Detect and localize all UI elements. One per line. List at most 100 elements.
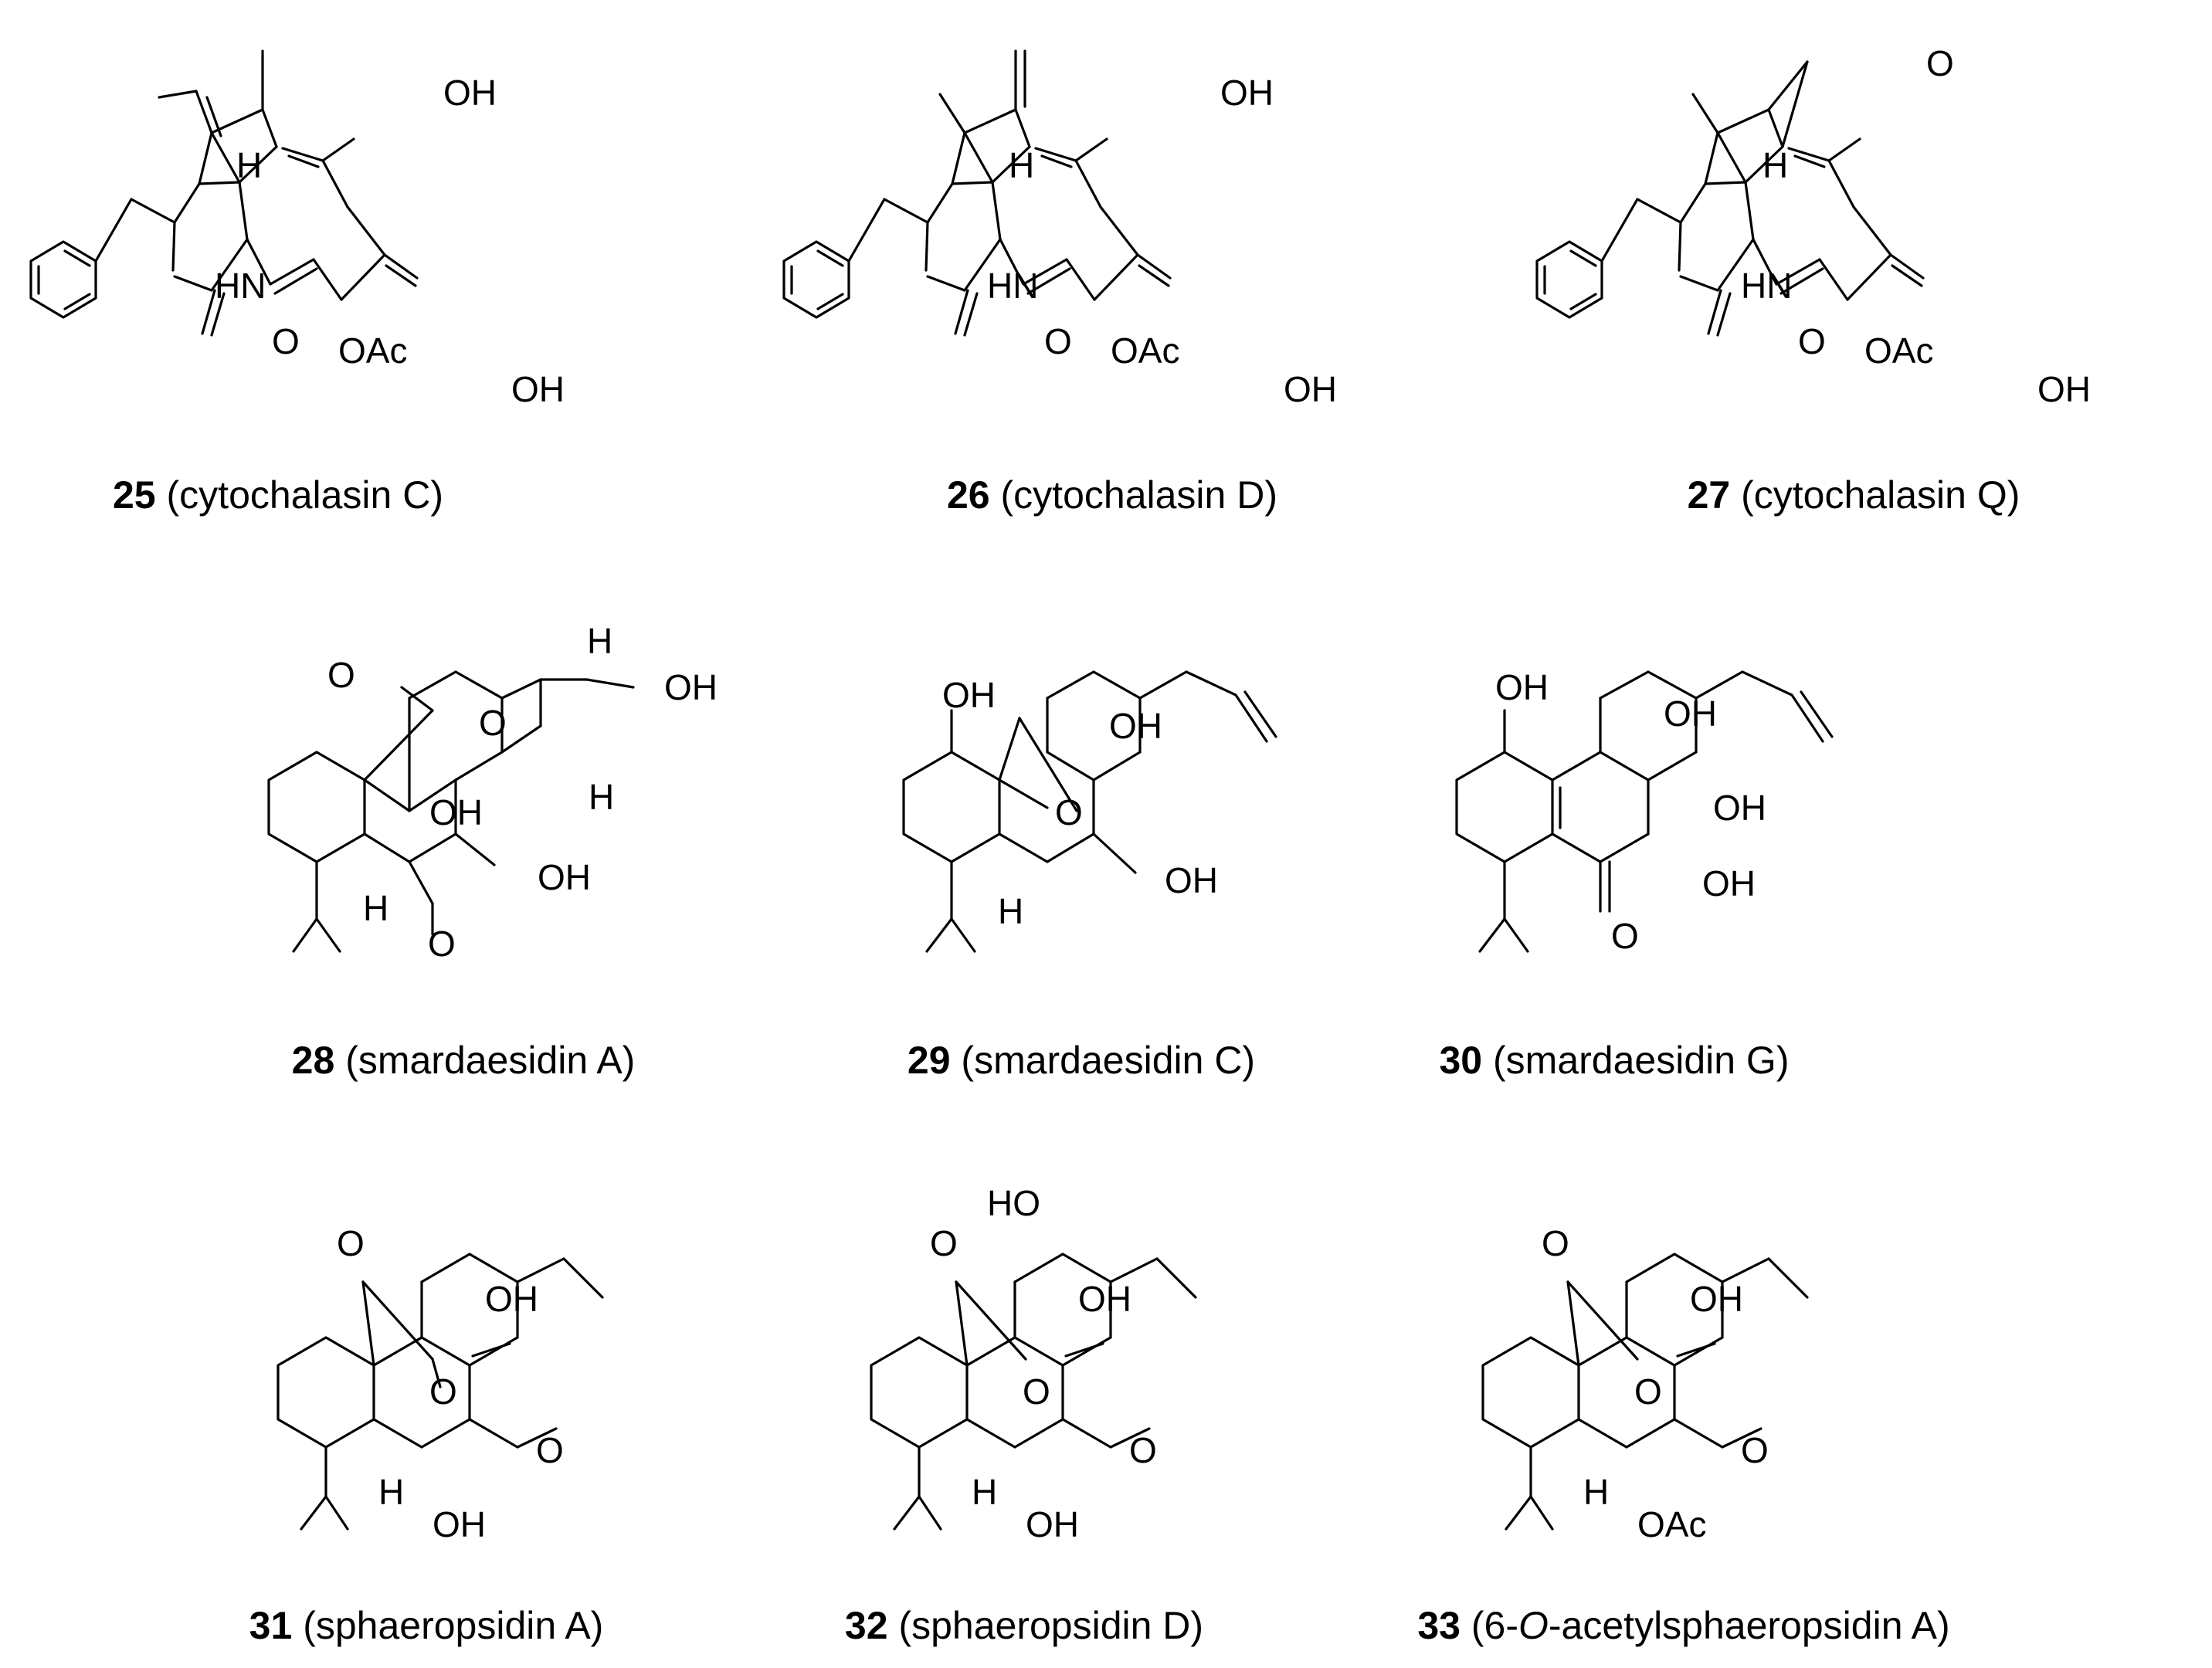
structure-27-labels: O H HN O OAc OH <box>1741 43 2091 409</box>
atom-label: OH <box>1664 693 1717 734</box>
atom-label: O <box>428 924 456 964</box>
caption-31: 31 (sphaeropsidin A) <box>249 1604 604 1647</box>
atom-label: OAc <box>338 331 407 371</box>
compound-number: 25 <box>113 473 156 517</box>
compound-name: (sphaeropsidin A) <box>303 1604 603 1647</box>
compound-number: 31 <box>249 1604 293 1647</box>
atom-label: H <box>363 888 388 928</box>
structure-32 <box>870 1253 1197 1531</box>
compound-number: 32 <box>845 1604 888 1647</box>
atom-label: OH <box>538 857 591 897</box>
atom-label: OH <box>511 369 565 409</box>
compound-name: (sphaeropsidin D) <box>898 1604 1203 1647</box>
atom-label: OAc <box>1637 1504 1706 1544</box>
compound-name: -acetylsphaeropsidin A) <box>1549 1604 1950 1647</box>
compound-name-italic: O <box>1518 1604 1549 1647</box>
atom-label: OH <box>1220 73 1274 113</box>
structure-26-labels: OH H HN O OAc OH <box>987 73 1337 409</box>
atom-label: O <box>1634 1371 1662 1412</box>
atom-label: O <box>327 655 355 695</box>
atom-label: HO <box>987 1183 1040 1223</box>
atom-label: OH <box>664 667 718 707</box>
compound-name: (cytochalasin C) <box>167 473 443 517</box>
atom-label: HN <box>987 266 1038 306</box>
atom-label: O <box>1129 1430 1157 1470</box>
compound-number: 28 <box>292 1039 335 1082</box>
structure-25 <box>29 49 419 337</box>
caption-27: 27 (cytochalasin Q) <box>1688 473 2020 517</box>
atom-label: O <box>536 1430 564 1470</box>
caption-28: 28 (smardaesidin A) <box>292 1039 636 1082</box>
atom-label: OH <box>429 792 483 832</box>
structure-29 <box>902 670 1277 953</box>
atom-label: H <box>972 1472 997 1512</box>
structure-31-labels: O OH O O H OH <box>337 1223 564 1544</box>
atom-label: O <box>1741 1430 1769 1470</box>
atom-label: O <box>429 1371 457 1412</box>
atom-label: O <box>930 1223 958 1263</box>
compound-name: (smardaesidin G) <box>1493 1039 1789 1082</box>
atom-label: OH <box>443 73 497 113</box>
atom-label: O <box>337 1223 365 1263</box>
compound-number: 29 <box>908 1039 951 1082</box>
structure-31 <box>276 1253 604 1531</box>
structure-28 <box>267 670 635 953</box>
atom-label: H <box>587 621 612 661</box>
atom-label: OH <box>1495 667 1549 707</box>
atom-label: O <box>1798 321 1826 361</box>
atom-label: O <box>479 703 507 743</box>
caption-29: 29 (smardaesidin C) <box>908 1039 1255 1082</box>
atom-label: H <box>1583 1472 1609 1512</box>
captions: 25 (cytochalasin C) 26 (cytochalasin D) … <box>113 473 2020 1647</box>
structure-29-labels: OH OH O OH H <box>942 675 1218 931</box>
atom-label: O <box>1055 792 1083 832</box>
compound-name: (6- <box>1471 1604 1518 1647</box>
atom-label: OH <box>433 1504 486 1544</box>
caption-25: 25 (cytochalasin C) <box>113 473 443 517</box>
structure-28-labels: O H OH O OH H H OH O <box>327 621 718 964</box>
atom-label: HN <box>1741 266 1792 306</box>
atom-label: HN <box>215 266 266 306</box>
structure-32-labels: HO O OH O O H OH <box>930 1183 1157 1544</box>
atom-label: OH <box>1026 1504 1079 1544</box>
compound-number: 27 <box>1688 473 1731 517</box>
caption-26: 26 (cytochalasin D) <box>947 473 1277 517</box>
atom-label: H <box>378 1472 404 1512</box>
atom-label: H <box>236 145 262 185</box>
compound-number: 30 <box>1440 1039 1483 1082</box>
structure-33 <box>1481 1253 1809 1531</box>
structure-33-labels: O OH O O H OAc <box>1542 1223 1769 1544</box>
atom-label: OH <box>485 1279 538 1319</box>
atom-label: H <box>1009 145 1034 185</box>
compound-name: (smardaesidin A) <box>345 1039 635 1082</box>
compound-name: (smardaesidin C) <box>961 1039 1255 1082</box>
atom-label: O <box>1611 916 1639 956</box>
atom-label: O <box>1023 1371 1050 1412</box>
structure-30 <box>1455 670 1834 953</box>
caption-33: 33 (6-O-acetylsphaeropsidin A) <box>1417 1604 1949 1647</box>
caption-30: 30 (smardaesidin G) <box>1440 1039 1790 1082</box>
atom-label: OH <box>1702 863 1756 904</box>
atom-label: O <box>1542 1223 1569 1263</box>
compound-name: (cytochalasin Q) <box>1741 473 2020 517</box>
atom-label: OH <box>1690 1279 1743 1319</box>
compound-name: (cytochalasin D) <box>1001 473 1277 517</box>
atom-label: OH <box>1165 860 1218 900</box>
atom-label: OH <box>1078 1279 1131 1319</box>
compound-number: 26 <box>947 473 990 517</box>
atom-label: OH <box>1284 369 1337 409</box>
atom-label: H <box>589 777 614 817</box>
atom-label: O <box>1926 43 1954 83</box>
atom-label: OAc <box>1111 331 1179 371</box>
atom-label: OH <box>1109 706 1162 746</box>
atom-label: O <box>1044 321 1072 361</box>
atom-label: OH <box>942 675 996 715</box>
atom-label: OH <box>1713 788 1766 828</box>
atom-label: H <box>998 891 1023 931</box>
atom-label: O <box>272 321 300 361</box>
compound-number: 33 <box>1417 1604 1461 1647</box>
caption-32: 32 (sphaeropsidin D) <box>845 1604 1203 1647</box>
structure-27 <box>1535 60 1925 337</box>
structure-25-labels: OH H HN O OAc OH <box>215 73 565 409</box>
